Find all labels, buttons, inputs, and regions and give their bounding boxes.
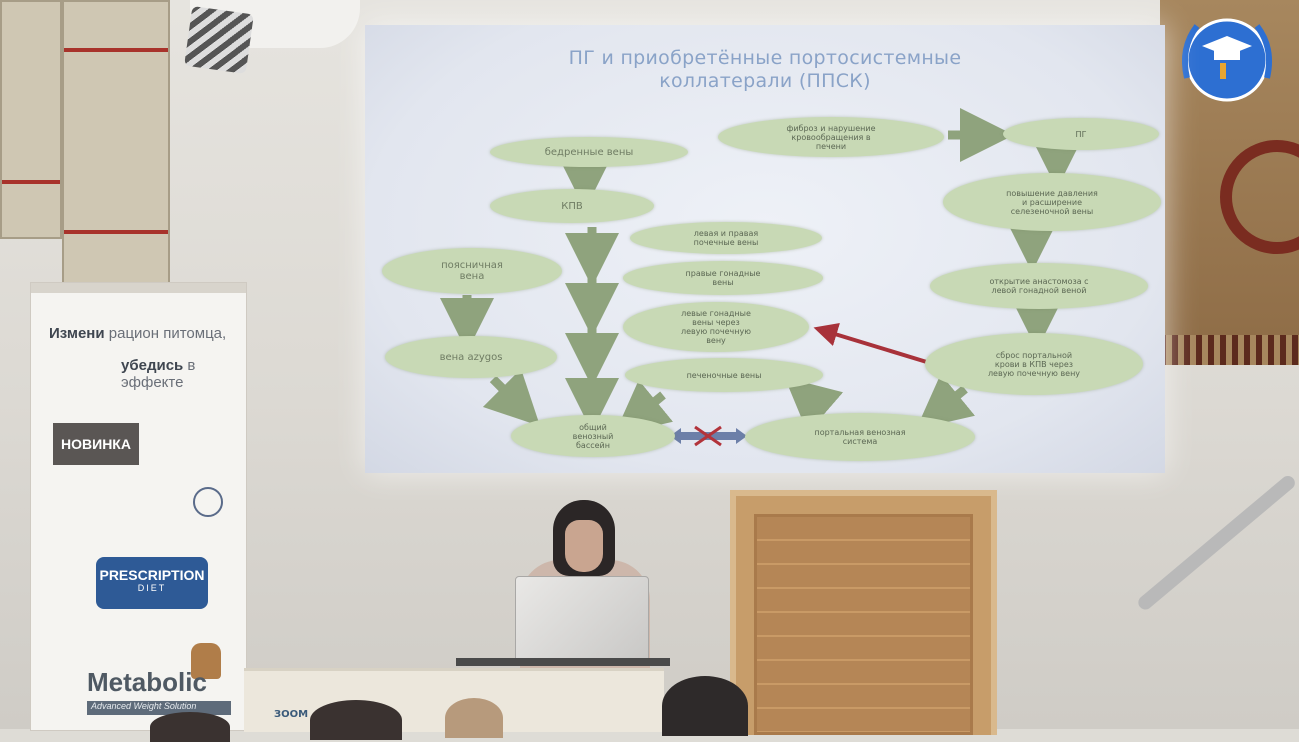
product-name: Metabolic [87, 667, 207, 697]
speaker-face [565, 520, 603, 572]
node-azygos: вена azygos [385, 336, 557, 378]
brand-name: PRESCRIPTION [99, 567, 205, 583]
laptop-base [456, 658, 670, 666]
heart-shape [1220, 140, 1299, 254]
banner-slogan-line2: убедись в эффекте [121, 357, 246, 391]
banner-slogan-line1: Измени рацион питомца, [49, 325, 226, 342]
slogan-bold-1: Измени [49, 325, 105, 342]
graduation-cap-logo-icon [1182, 18, 1272, 102]
node-renal-veins: левая и правая почечные вены [630, 222, 822, 254]
wall-poster-left-2 [62, 0, 170, 286]
node-pg: ПГ [1003, 118, 1159, 150]
wooden-door [730, 490, 997, 735]
prescription-diet-logo: PRESCRIPTION DIET [96, 557, 208, 609]
node-right-gonadal: правые гонадные вены [623, 261, 823, 295]
slide-title: ПГ и приобретённые портосистемные коллат… [568, 47, 962, 92]
brand-sub: DIET [137, 583, 167, 593]
audience-head-4 [662, 676, 748, 736]
wall-poster-left-1 [0, 0, 62, 239]
node-lumbar-vein: поясничная вена [382, 248, 562, 294]
laptop [515, 576, 649, 662]
slogan-bold-2: убедись [121, 357, 184, 374]
spotlight [184, 5, 254, 75]
flow-diagram-arrows [440, 108, 1084, 447]
banner-top-bar [31, 283, 246, 293]
slogan-rest-1: рацион питомца, [104, 325, 227, 342]
node-pressure-increase: повышение давления и расширение селезено… [943, 173, 1161, 231]
dog-illustration-icon [191, 643, 221, 679]
new-badge: НОВИНКА [53, 423, 139, 465]
banner-pattern [1160, 335, 1299, 365]
node-hepatic-veins: печеночные вены [625, 358, 823, 392]
projection-screen: ПГ и приобретённые портосистемные коллат… [365, 25, 1165, 473]
node-femoral-veins: бедренные вены [490, 137, 688, 167]
door-panel [754, 514, 973, 735]
audience-head-2 [310, 700, 402, 740]
audience-head-3 [445, 698, 503, 738]
node-fibrosis: фиброз и нарушение кровообращения в пече… [718, 117, 944, 157]
slogan-rest-2: в эффекте [121, 357, 196, 391]
node-portal-system: портальная венозная система [745, 413, 975, 461]
node-anastomosis: открытие анастомоза с левой гонадной вен… [930, 263, 1148, 309]
node-left-gonadal: левые гонадные вены через левую почечную… [623, 302, 809, 352]
audience-head-1 [150, 712, 230, 742]
node-kpv: КПВ [490, 189, 654, 223]
node-portal-shunt: сброс портальной крови в КПВ через левую… [925, 333, 1143, 395]
rollup-banner-stand: Измени рацион питомца, убедись в эффекте… [30, 282, 247, 731]
quality-seal-icon [193, 487, 223, 517]
desk-sponsor-logo: ЗООМ [274, 709, 309, 720]
node-common-venous-pool: общий венозный бассейн [511, 415, 675, 457]
product-subtitle: Advanced Weight Solution [87, 701, 231, 715]
